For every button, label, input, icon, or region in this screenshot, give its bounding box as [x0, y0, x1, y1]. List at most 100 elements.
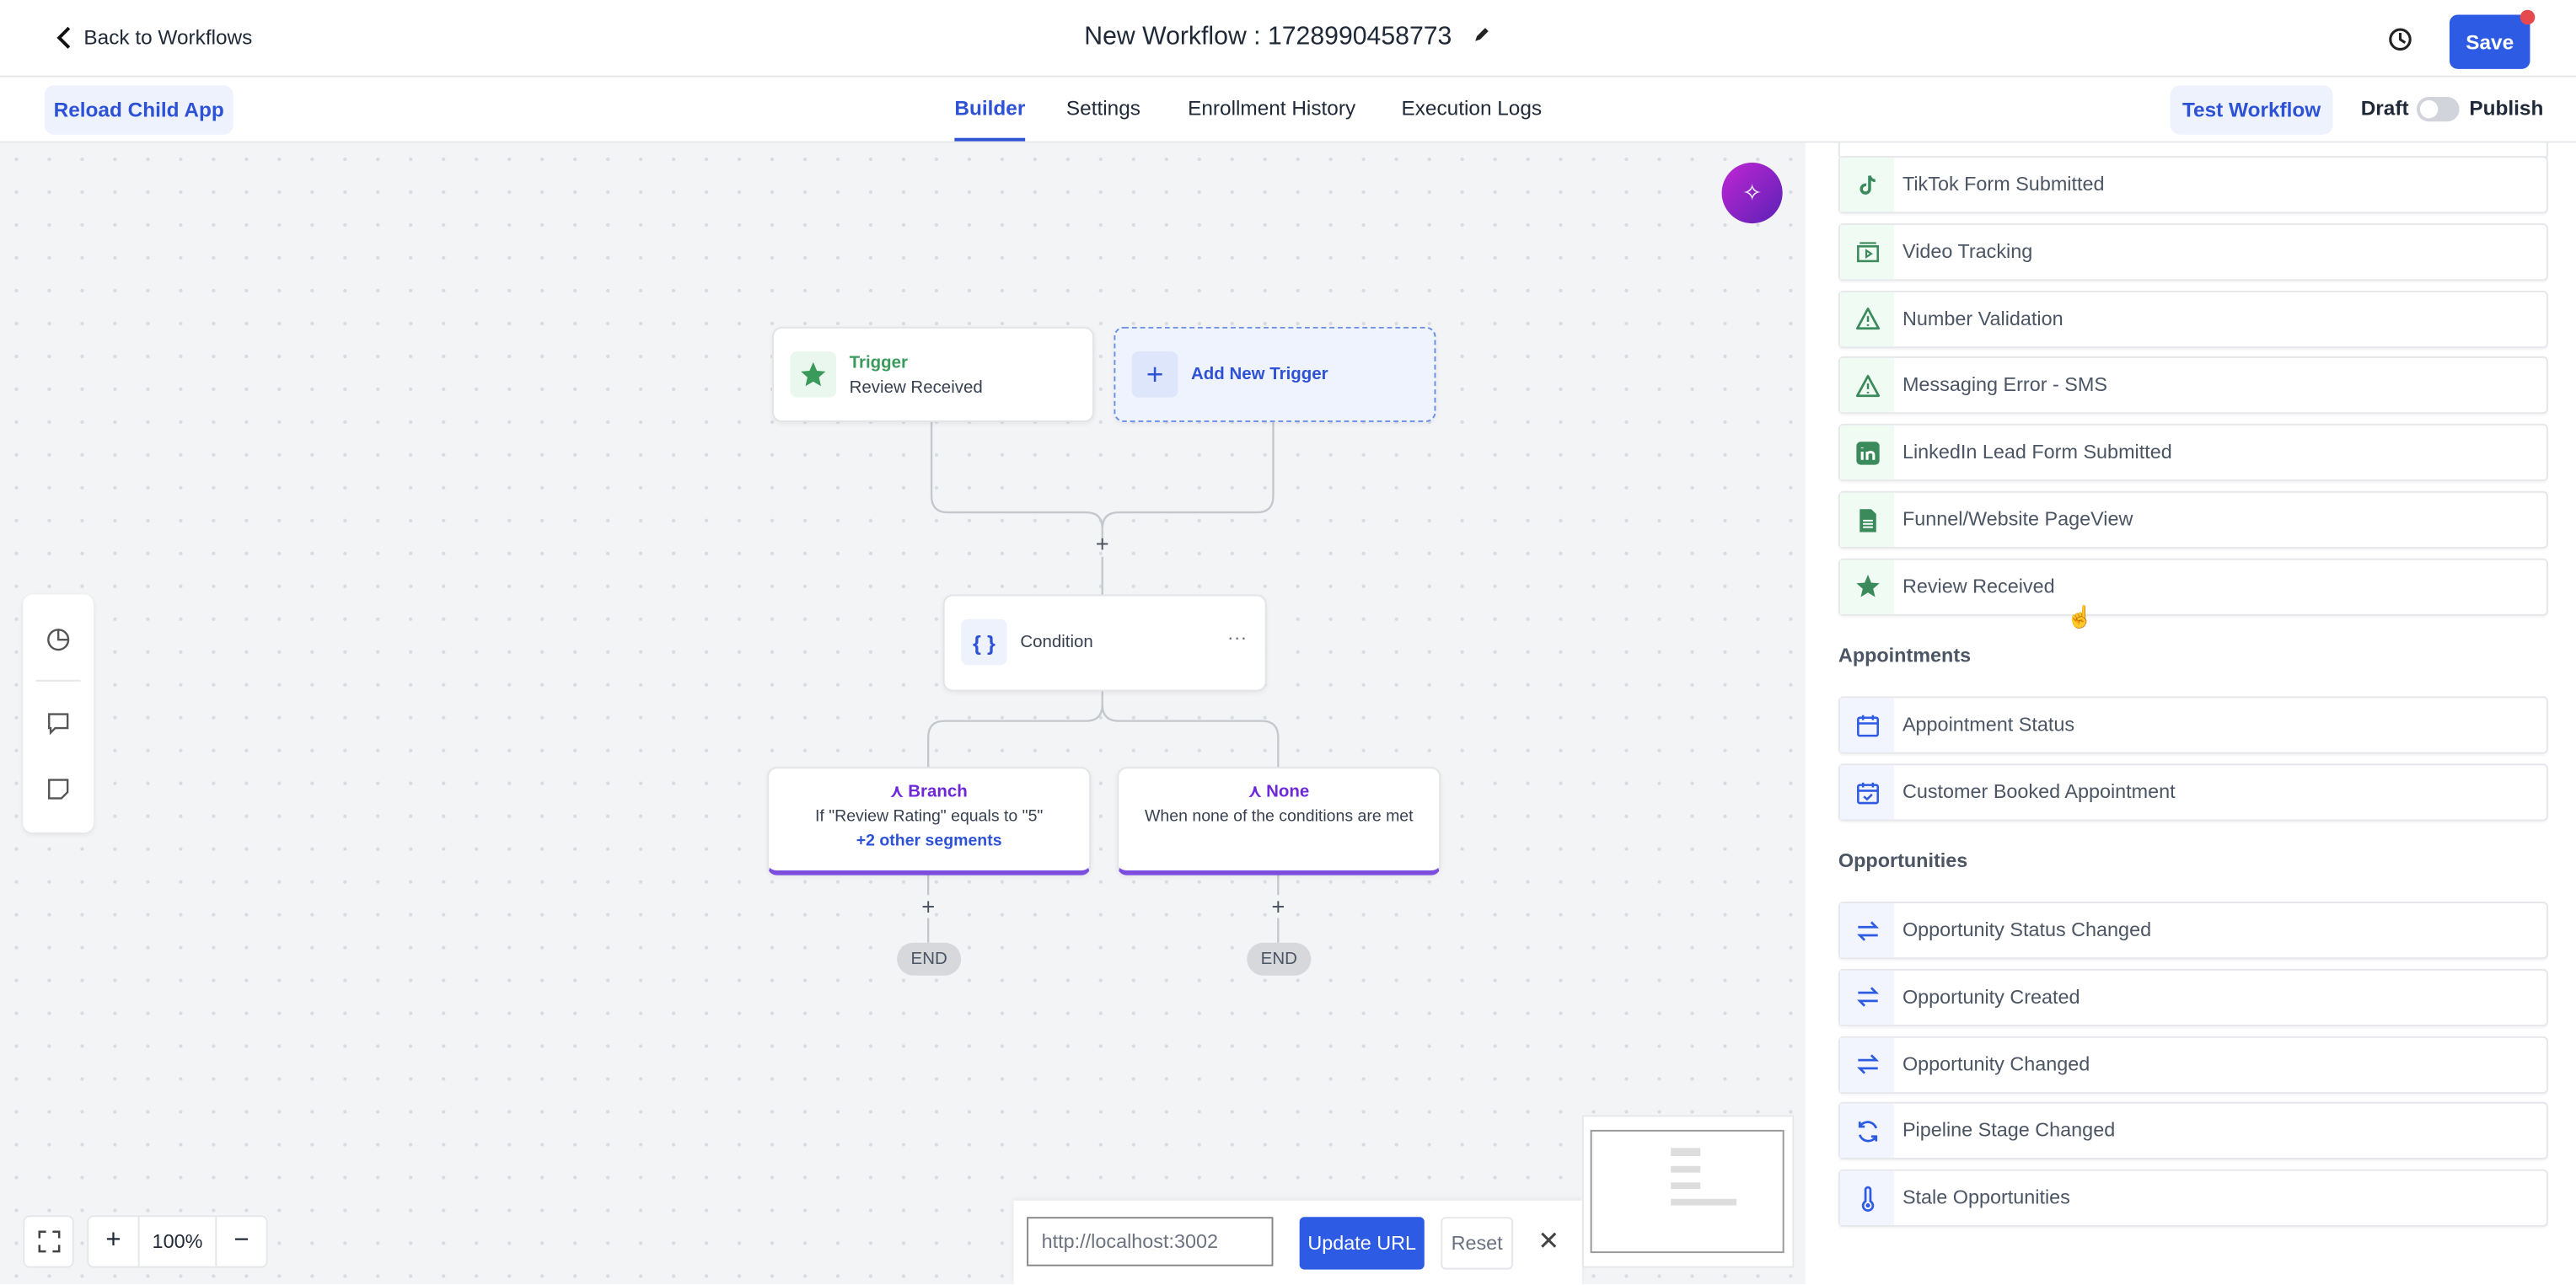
calendar-icon: [1839, 698, 1895, 752]
magic-wand-icon: ✧: [1742, 179, 1763, 206]
swap-icon: [1839, 902, 1895, 958]
section-appointments: Appointments: [1838, 644, 1972, 667]
list-item-label: Video Tracking: [1902, 239, 2033, 263]
warning-icon: [1839, 292, 1895, 346]
back-label: Back to Workflows: [83, 26, 253, 50]
divider: [35, 679, 81, 682]
workflow-canvas[interactable]: + Trigger Review Received + Add New Trig…: [0, 142, 1806, 1285]
list-item[interactable]: Review Received: [1838, 558, 2548, 616]
add-step-button[interactable]: +: [1271, 893, 1285, 920]
add-step-button[interactable]: +: [921, 893, 936, 920]
thermometer-icon: [1839, 1171, 1895, 1226]
list-item[interactable]: Video Tracking: [1838, 222, 2548, 281]
list-item-label: TikTok Form Submitted: [1902, 172, 2105, 195]
reset-button[interactable]: Reset: [1441, 1217, 1514, 1270]
list-item[interactable]: Number Validation: [1838, 290, 2548, 348]
minimap[interactable]: [1581, 1115, 1795, 1268]
zoom-controls: + 100% −: [87, 1215, 268, 1268]
trigger-name: Review Received: [849, 377, 983, 398]
list-item[interactable]: Opportunity Status Changed: [1838, 902, 2548, 960]
zoom-level: 100%: [137, 1217, 217, 1266]
save-label: Save: [2466, 30, 2514, 54]
workflow-title[interactable]: New Workflow : 1728990458773: [1084, 23, 1452, 51]
unsaved-dot: [2520, 9, 2536, 25]
swap-icon: [1839, 1036, 1895, 1092]
plus-icon: +: [1131, 351, 1178, 398]
save-button[interactable]: Save: [2449, 14, 2530, 69]
list-item[interactable]: Messaging Error - SMS: [1838, 356, 2548, 415]
list-item[interactable]: Opportunity Created: [1838, 968, 2548, 1026]
branch-icon: ⋏: [890, 781, 904, 802]
list-item[interactable]: LinkedIn Lead Form Submitted: [1838, 424, 2548, 482]
publish-label: Publish: [2469, 96, 2544, 120]
pencil-icon[interactable]: [1472, 24, 1491, 44]
add-trigger-label: Add New Trigger: [1191, 364, 1328, 385]
condition-node[interactable]: { } Condition ···: [942, 594, 1267, 692]
add-step-button[interactable]: +: [1095, 530, 1109, 557]
branch-title: Branch: [908, 781, 968, 802]
list-item[interactable]: Funnel/Website PageView: [1838, 490, 2548, 549]
chevron-left-icon: [56, 26, 71, 49]
close-icon[interactable]: ✕: [1538, 1228, 1560, 1256]
list-item-label: Opportunity Created: [1902, 985, 2080, 1009]
history-icon[interactable]: [2387, 26, 2413, 52]
reload-child-app-button[interactable]: Reload Child App: [44, 85, 233, 135]
more-options-icon[interactable]: ···: [1226, 625, 1248, 649]
condition-label: Condition: [1020, 632, 1093, 652]
none-branch-node[interactable]: ⋏ None When none of the conditions are m…: [1117, 767, 1441, 875]
tiktok-icon: [1839, 158, 1895, 212]
swap-icon: [1839, 970, 1895, 1025]
connectors: [927, 421, 1280, 943]
back-button[interactable]: Back to Workflows: [54, 24, 252, 51]
comment-icon[interactable]: [46, 711, 71, 736]
test-workflow-button[interactable]: Test Workflow: [2170, 85, 2333, 135]
expand-icon: [37, 1230, 60, 1253]
branch-node[interactable]: ⋏ Branch If "Review Rating" equals to "5…: [767, 767, 1092, 875]
refresh-icon: [1839, 1104, 1895, 1159]
ai-assist-button[interactable]: ✧: [1721, 162, 1783, 224]
fit-view-button[interactable]: [23, 1215, 74, 1268]
calendar-check-icon: [1839, 765, 1895, 820]
trigger-kind: Trigger: [849, 353, 909, 373]
list-item-label: Opportunity Changed: [1902, 1052, 2090, 1075]
branch-desc: If "Review Rating" equals to "5": [814, 807, 1044, 827]
list-item[interactable]: Stale Opportunities: [1838, 1170, 2548, 1228]
list-item-label: Review Received: [1902, 574, 2055, 598]
none-title: None: [1266, 781, 1310, 802]
list-item-label: Funnel/Website PageView: [1902, 507, 2133, 531]
zoom-out-button[interactable]: −: [233, 1226, 250, 1256]
other-segments-link[interactable]: +2 other segments: [856, 833, 1002, 851]
cursor-icon: ☝: [2066, 604, 2094, 629]
end-node: END: [1247, 942, 1312, 976]
zoom-in-button[interactable]: +: [105, 1226, 121, 1256]
list-item[interactable]: TikTok Form Submitted: [1838, 156, 2548, 214]
star-icon: [1839, 560, 1895, 614]
left-tools: [23, 594, 94, 833]
update-url-button[interactable]: Update URL: [1299, 1217, 1425, 1270]
list-item[interactable]: Opportunity Changed: [1838, 1036, 2548, 1094]
tab-settings[interactable]: Settings: [1065, 96, 1140, 120]
document-icon: [1839, 492, 1895, 548]
list-item-label: Customer Booked Appointment: [1902, 779, 2176, 804]
tab-execution-logs[interactable]: Execution Logs: [1401, 96, 1543, 120]
none-desc: When none of the conditions are met: [1145, 807, 1414, 827]
list-item-label: Pipeline Stage Changed: [1902, 1119, 2116, 1143]
url-bar: Update URL Reset ✕: [1013, 1200, 1582, 1285]
pie-chart-icon[interactable]: [46, 628, 71, 652]
tab-enrollment-history[interactable]: Enrollment History: [1188, 96, 1356, 120]
publish-toggle[interactable]: [2416, 96, 2460, 122]
list-item-label: Stale Opportunities: [1902, 1186, 2070, 1209]
list-item[interactable]: Appointment Status: [1838, 696, 2548, 754]
add-new-trigger-button[interactable]: + Add New Trigger: [1114, 326, 1436, 422]
list-item[interactable]: Customer Booked Appointment: [1838, 763, 2548, 822]
braces-icon: { }: [961, 618, 1007, 666]
list-item-label: Opportunity Status Changed: [1902, 918, 2152, 941]
branch-icon: ⋏: [1248, 781, 1262, 802]
list-item[interactable]: Pipeline Stage Changed: [1838, 1102, 2548, 1160]
url-input[interactable]: [1027, 1217, 1274, 1266]
video-icon: [1839, 224, 1895, 279]
list-item-label: LinkedIn Lead Form Submitted: [1902, 440, 2172, 463]
sticky-note-icon[interactable]: [46, 777, 71, 801]
trigger-node[interactable]: Trigger Review Received: [772, 326, 1095, 422]
tab-builder[interactable]: Builder: [954, 97, 1026, 142]
